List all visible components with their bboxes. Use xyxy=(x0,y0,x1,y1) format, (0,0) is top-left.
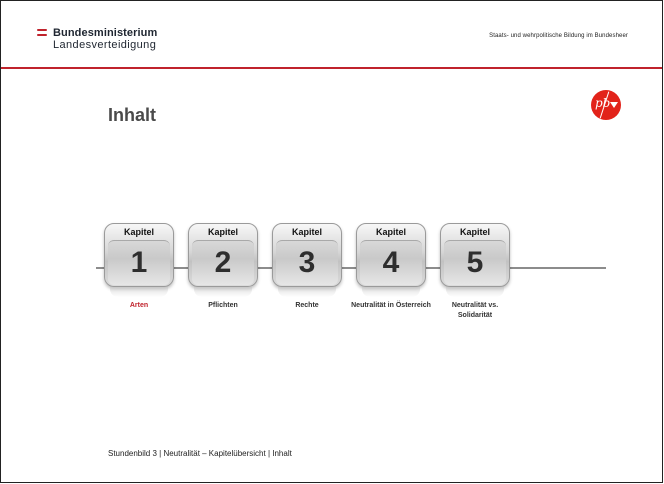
chapter-card: Kapitel 5 xyxy=(440,223,510,287)
chapter-reflection xyxy=(194,287,252,297)
chapter-1-caption[interactable]: Arten xyxy=(129,302,149,309)
chapter-4-button[interactable]: Kapitel 4 xyxy=(356,223,426,303)
chapter-number-panel xyxy=(192,240,254,285)
ministry-brand: Bundesministerium Landesverteidigung xyxy=(37,27,157,51)
chapter-number: 5 xyxy=(466,246,484,279)
chapter-label: Kapitel xyxy=(207,227,238,237)
chapter-number: 3 xyxy=(298,246,316,279)
ministry-name-line2: Landesverteidigung xyxy=(53,39,157,51)
chapter-label: Kapitel xyxy=(291,227,322,237)
chapter-rail xyxy=(96,267,606,269)
chapter-number-panel xyxy=(444,240,506,285)
chapter-reflection xyxy=(446,287,504,297)
austrian-flag-icon xyxy=(37,27,47,39)
header-department-text: Staats- und wehrpolitische Bildung im Bu… xyxy=(489,33,628,39)
chapter-reflection xyxy=(278,287,336,297)
chapter-4-caption[interactable]: Neutralität in Österreich xyxy=(351,302,431,309)
chapter-reflection xyxy=(110,287,168,297)
chapter-number-panel xyxy=(108,240,170,285)
chapter-card: Kapitel 1 xyxy=(104,223,174,287)
chapter-3-button[interactable]: Kapitel 3 xyxy=(272,223,342,303)
page-title: Inhalt xyxy=(108,105,156,125)
ministry-name: Bundesministerium Landesverteidigung xyxy=(53,27,157,51)
chapter-reflection xyxy=(362,287,420,297)
chapter-1-button[interactable]: Kapitel 1 xyxy=(104,223,174,303)
chapter-number: 4 xyxy=(382,246,400,279)
chapter-number: 2 xyxy=(214,246,232,279)
chapter-2-caption[interactable]: Pflichten xyxy=(208,302,238,309)
pb-logo-icon: pb xyxy=(591,90,621,120)
header-divider xyxy=(1,67,662,69)
chapter-label: Kapitel xyxy=(459,227,490,237)
chapter-3-caption[interactable]: Rechte xyxy=(295,302,319,309)
slide-footer: Stundenbild 3 | Neutralität – Kapitelübe… xyxy=(108,449,292,458)
chapter-5-caption[interactable]: Neutralität vs. Solidarität xyxy=(451,302,499,319)
chapter-card: Kapitel 3 xyxy=(272,223,342,287)
chapter-number: 1 xyxy=(130,246,148,279)
chapter-number-panel xyxy=(276,240,338,285)
chapter-number-panel xyxy=(360,240,422,285)
pb-logo-text: pb xyxy=(595,96,611,110)
chapter-5-button[interactable]: Kapitel 5 xyxy=(440,223,510,303)
chapter-2-button[interactable]: Kapitel 2 xyxy=(188,223,258,303)
chapter-label: Kapitel xyxy=(123,227,154,237)
chapter-label: Kapitel xyxy=(375,227,406,237)
chapter-card: Kapitel 2 xyxy=(188,223,258,287)
header: Bundesministerium Landesverteidigung Sta… xyxy=(1,1,662,69)
chapter-card: Kapitel 4 xyxy=(356,223,426,287)
ministry-name-line1: Bundesministerium xyxy=(53,27,158,39)
